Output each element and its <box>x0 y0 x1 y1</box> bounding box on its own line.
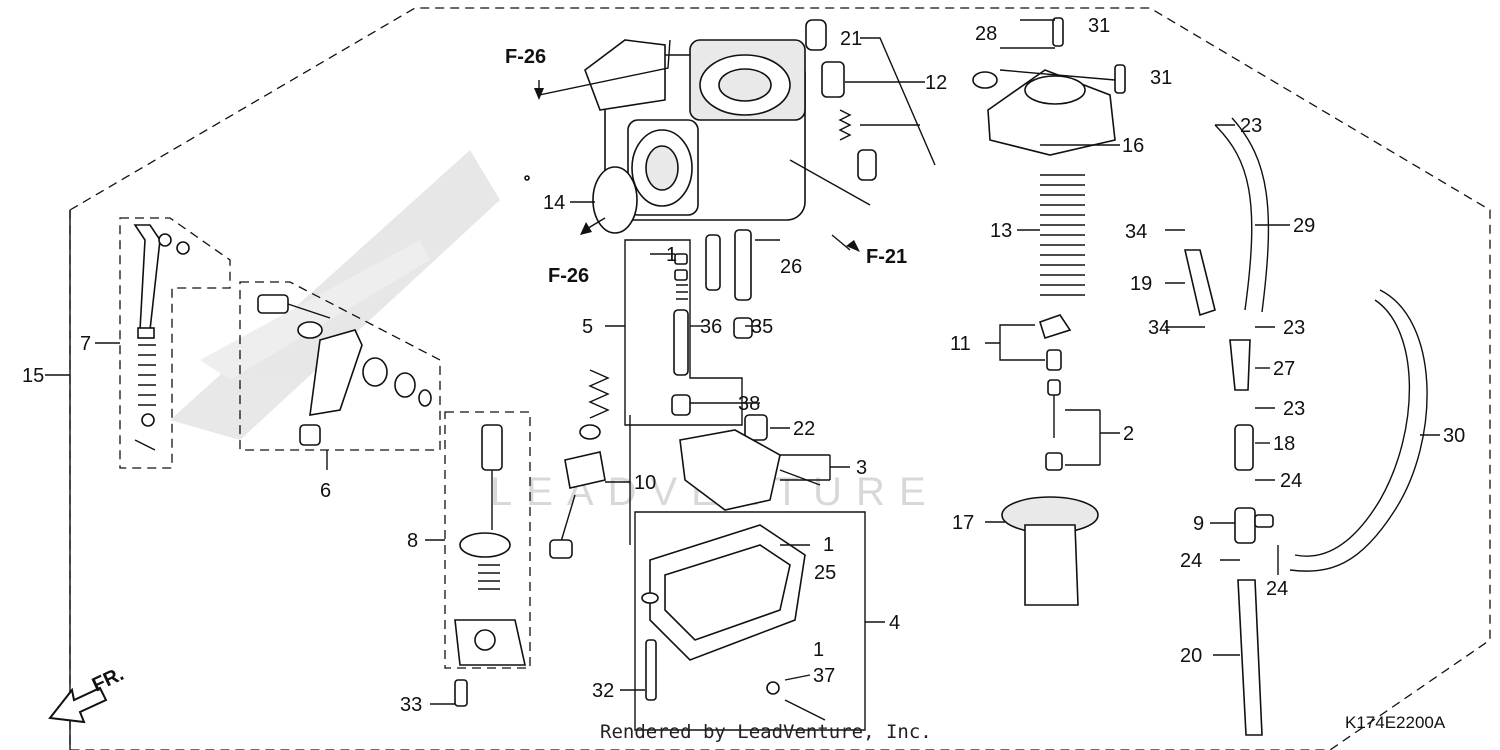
jet-needle-2 <box>1045 379 1063 471</box>
callout-38: 38 <box>738 393 760 415</box>
idle-screw-group <box>549 369 610 559</box>
callout-15: 15 <box>22 365 44 387</box>
callout-31-top: 31 <box>1088 15 1110 37</box>
ref-f26-bottom: F-26 <box>548 265 589 287</box>
callout-34-mid: 34 <box>1148 317 1170 339</box>
intake-o-ring <box>592 166 638 234</box>
callout-16: 16 <box>1122 135 1144 157</box>
carburetor-body <box>524 39 871 221</box>
hose-30 <box>1289 289 1428 572</box>
callout-7: 7 <box>80 333 91 355</box>
spring-13 <box>1040 174 1085 296</box>
callout-21: 21 <box>840 28 862 50</box>
screw-stack-12 <box>805 19 877 181</box>
callout-26: 26 <box>780 256 802 278</box>
callout-22: 22 <box>793 418 815 440</box>
background-wing-art <box>170 150 500 440</box>
callout-35: 35 <box>751 316 773 338</box>
callout-34-top: 34 <box>1125 221 1147 243</box>
callout-28: 28 <box>975 23 997 45</box>
callout-37: 37 <box>813 665 835 687</box>
callout-8: 8 <box>407 530 418 552</box>
callout-5: 5 <box>582 316 593 338</box>
float-bowl-group <box>634 511 866 731</box>
callout-2: 2 <box>1123 423 1134 445</box>
callout-24-c: 24 <box>1266 578 1288 600</box>
callout-30: 30 <box>1443 425 1465 447</box>
leader-lines <box>45 19 1440 750</box>
callout-20: 20 <box>1180 645 1202 667</box>
callout-11: 11 <box>950 333 971 355</box>
ref-f26-top: F-26 <box>505 46 546 68</box>
callout-13: 13 <box>990 220 1012 242</box>
jet-group <box>624 229 753 426</box>
render-credit: Rendered by LeadVenture, Inc. <box>600 721 932 743</box>
callout-labels: 1 1 1 2 3 4 5 6 7 8 9 10 11 12 13 14 15 … <box>22 15 1465 716</box>
ref-f21: F-21 <box>866 246 907 268</box>
float-and-needle <box>679 414 821 511</box>
assembly-boundary <box>69 7 1491 750</box>
callout-27: 27 <box>1273 358 1295 380</box>
diaphragm-17 <box>1001 496 1099 606</box>
callout-36: 36 <box>700 316 722 338</box>
callout-17: 17 <box>952 512 974 534</box>
hose-19 <box>1183 249 1216 317</box>
callout-1-bowl: 1 <box>813 639 824 661</box>
callout-24-b: 24 <box>1180 550 1202 572</box>
callout-23-top: 23 <box>1240 115 1262 137</box>
throttle-linkage-group <box>119 217 231 469</box>
needle-holder-11 <box>1039 314 1072 371</box>
tee-9 <box>1234 507 1274 544</box>
callout-23-low: 23 <box>1283 398 1305 420</box>
tube-18 <box>1234 424 1254 471</box>
callout-31-right: 31 <box>1150 67 1172 89</box>
callout-29: 29 <box>1293 215 1315 237</box>
vacuum-cap-group <box>972 17 1126 156</box>
choke-group <box>239 281 441 451</box>
callout-14: 14 <box>543 192 565 214</box>
callout-1-jet: 1 <box>666 244 677 266</box>
hose-29 <box>1214 117 1270 313</box>
callout-24-a: 24 <box>1280 470 1302 492</box>
callout-25: 25 <box>814 562 836 584</box>
accelerator-pump-group <box>444 411 531 707</box>
callout-9: 9 <box>1193 513 1204 535</box>
callout-18: 18 <box>1273 433 1295 455</box>
callout-10: 10 <box>634 472 656 494</box>
callout-6: 6 <box>320 480 331 502</box>
hose-20 <box>1237 579 1263 736</box>
front-arrow-icon: FR. <box>48 663 127 724</box>
callout-3: 3 <box>856 457 867 479</box>
callout-1-gasket: 1 <box>823 534 834 556</box>
tee-joint-27 <box>1229 339 1251 391</box>
callout-33: 33 <box>400 694 422 716</box>
callout-19: 19 <box>1130 273 1152 295</box>
callout-23-mid: 23 <box>1283 317 1305 339</box>
diagram-code: K174E2200A <box>1345 713 1446 732</box>
callout-4: 4 <box>889 612 900 634</box>
callout-12: 12 <box>925 72 947 94</box>
callout-32: 32 <box>592 680 614 702</box>
